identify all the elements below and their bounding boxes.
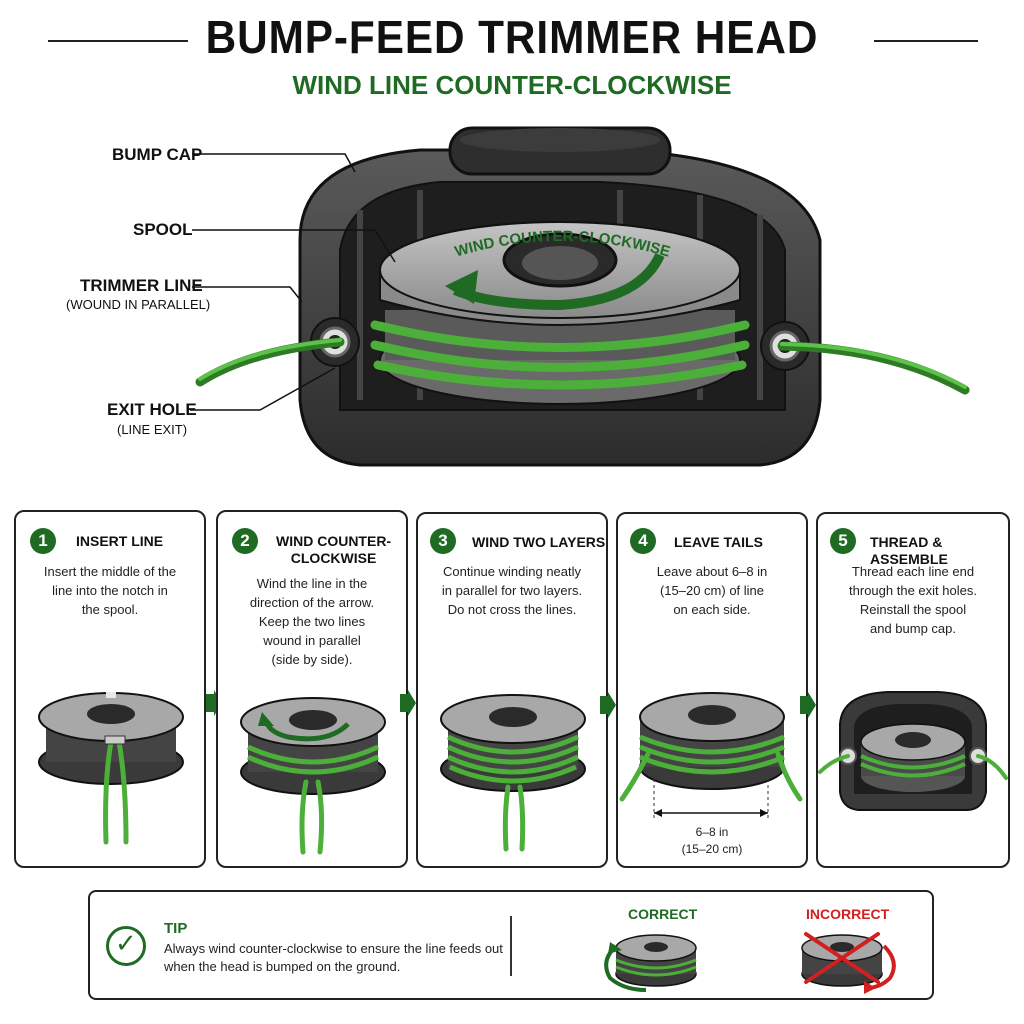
step-4-dimension: 6–8 in(15–20 cm): [681, 825, 743, 856]
callout-exit-hole-sub: (LINE EXIT): [117, 422, 188, 437]
step-arrow-4: [800, 692, 816, 718]
trimmer-line-windings: [370, 320, 750, 390]
step-4-illustration: [619, 692, 803, 821]
step-number-2: 2: [232, 528, 258, 554]
step-card-3: 3 WIND TWO LAYERS Continue winding neatl…: [416, 512, 608, 868]
incorrect-label: INCORRECT: [806, 906, 890, 922]
step-title-4: LEAVE TAILS: [674, 534, 763, 550]
step-title-3: WIND TWO LAYERS: [472, 534, 606, 550]
tip-box: ✓ TIP Always wind counter-clockwise to e…: [88, 890, 934, 1000]
callout-bump-cap: BUMP CAP: [112, 145, 203, 164]
page-subtitle: WIND LINE COUNTER-CLOCKWISE: [292, 70, 732, 100]
step-arrow-2: [400, 690, 416, 716]
callout-exit-hole: EXIT HOLE: [107, 400, 197, 419]
step-3-illustration: [440, 694, 586, 852]
step-1-illustration: [38, 692, 184, 845]
correct-spool-icon: [604, 934, 697, 992]
check-circle-icon: ✓: [106, 926, 146, 966]
step-number-4: 4: [630, 528, 656, 554]
title-rule-right: [874, 40, 978, 42]
callout-trimmer-line: TRIMMER LINE: [80, 276, 203, 295]
callout-leaders: [190, 153, 396, 411]
step-card-5: 5 THREAD & ASSEMBLE Thread each line end…: [816, 512, 1010, 868]
step-card-4: 4 LEAVE TAILS Leave about 6–8 in(15–20 c…: [616, 512, 808, 868]
step-arrow-3: [600, 692, 616, 718]
trimmer-head-illustration: WIND COUNTER-CLOCKWISE: [190, 126, 970, 467]
correct-label: CORRECT: [628, 906, 698, 922]
step-number-3: 3: [430, 528, 456, 554]
incorrect-spool-icon: [801, 932, 896, 994]
callout-spool: SPOOL: [133, 220, 193, 239]
callout-trimmer-line-sub: (WOUND IN PARALLEL): [66, 297, 211, 312]
step-number-5: 5: [830, 528, 856, 554]
tip-text: Always wind counter-clockwise to ensure …: [164, 941, 503, 974]
tip-divider: [510, 916, 512, 976]
step-2-illustration: [240, 697, 386, 855]
step-title-1: INSERT LINE: [76, 533, 164, 549]
page-title: BUMP-FEED TRIMMER HEAD: [205, 11, 819, 63]
trimmer-line-exits: [195, 337, 970, 395]
tip-title: TIP: [164, 920, 188, 937]
step-number-1: 1: [30, 528, 56, 554]
counter-clockwise-arrow: [453, 252, 665, 311]
step-title-2: WIND COUNTER-CLOCKWISE: [276, 533, 392, 566]
step-5-illustration: [818, 691, 1008, 811]
title-rule-left: [48, 40, 188, 42]
step-card-2: 2 WIND COUNTER-CLOCKWISE Wind the line i…: [216, 510, 408, 868]
step-title-5: THREAD & ASSEMBLE: [870, 534, 948, 567]
